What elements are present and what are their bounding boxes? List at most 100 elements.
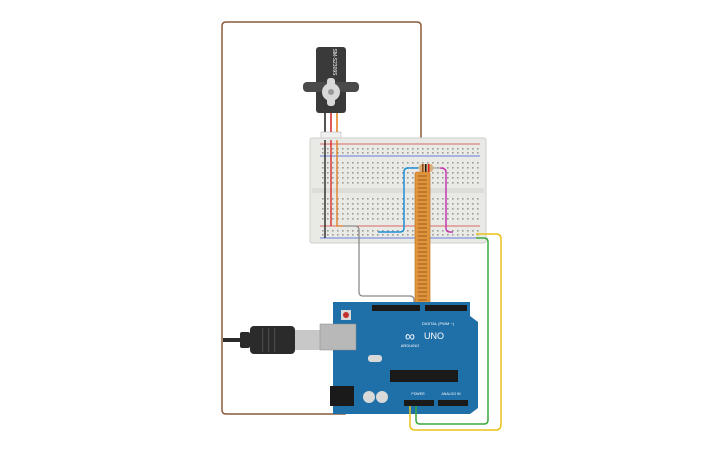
breadboard-hole xyxy=(342,234,344,236)
breadboard-hole xyxy=(342,148,344,150)
breadboard-hole xyxy=(377,162,379,164)
breadboard-hole xyxy=(402,208,404,210)
breadboard-hole xyxy=(397,208,399,210)
gray-signal-wire[interactable] xyxy=(343,225,415,320)
brown-loop-wire[interactable] xyxy=(221,21,422,415)
green-wire[interactable] xyxy=(415,237,489,425)
breadboard-hole xyxy=(437,198,439,200)
breadboard-hole xyxy=(387,213,389,215)
breadboard-hole xyxy=(477,203,479,205)
magenta-wire[interactable] xyxy=(439,167,453,233)
breadboard-hole xyxy=(322,213,324,215)
breadboard-hole xyxy=(372,230,374,232)
breadboard-hole xyxy=(407,203,409,205)
orange-wire[interactable] xyxy=(336,140,343,227)
breadboard-hole xyxy=(457,172,459,174)
breadboard-hole xyxy=(327,213,329,215)
breadboard-hole xyxy=(332,198,334,200)
reset-button[interactable] xyxy=(343,312,349,318)
digital-header-label: DIGITAL (PWM ~) xyxy=(422,321,455,326)
breadboard-hole xyxy=(362,208,364,210)
breadboard-hole xyxy=(382,218,384,220)
servo-motor[interactable]: SM-S2309S xyxy=(303,47,359,141)
breadboard-hole xyxy=(447,218,449,220)
breadboard-hole xyxy=(377,230,379,232)
breadboard-hole xyxy=(382,198,384,200)
breadboard-hole xyxy=(357,148,359,150)
arduino-uno[interactable]: DIGITAL (PWM ~) ∞ UNO ARDUINO POWER ANAL… xyxy=(319,302,478,414)
flex-sensor[interactable] xyxy=(414,171,431,323)
breadboard-hole xyxy=(412,182,414,184)
breadboard-hole xyxy=(442,218,444,220)
breadboard-hole xyxy=(407,234,409,236)
blue-wire[interactable] xyxy=(378,167,418,233)
breadboard-hole xyxy=(462,167,464,169)
breadboard[interactable] xyxy=(309,137,487,244)
yellow-wire[interactable] xyxy=(409,233,502,431)
breadboard-hole xyxy=(322,218,324,220)
breadboard-hole xyxy=(477,218,479,220)
breadboard-hole xyxy=(452,167,454,169)
breadboard-hole xyxy=(347,203,349,205)
breadboard-hole xyxy=(337,213,339,215)
usb-metal-shell xyxy=(295,330,325,350)
breadboard-hole xyxy=(462,198,464,200)
breadboard-hole xyxy=(402,172,404,174)
breadboard-hole xyxy=(472,213,474,215)
usb-cable[interactable] xyxy=(223,326,325,354)
breadboard-hole xyxy=(327,148,329,150)
breadboard-hole xyxy=(397,198,399,200)
breadboard-hole xyxy=(467,234,469,236)
breadboard-hole xyxy=(377,213,379,215)
breadboard-hole xyxy=(347,230,349,232)
breadboard-hole xyxy=(462,234,464,236)
breadboard-hole xyxy=(337,208,339,210)
breadboard-hole xyxy=(437,182,439,184)
flex-sensor-body xyxy=(414,171,431,323)
breadboard-hole xyxy=(402,234,404,236)
breadboard-hole xyxy=(392,177,394,179)
breadboard-hole xyxy=(397,167,399,169)
breadboard-hole xyxy=(397,162,399,164)
breadboard-hole xyxy=(457,162,459,164)
breadboard-hole xyxy=(427,152,429,154)
breadboard-hole xyxy=(432,148,434,150)
servo-label: SM-S2309S xyxy=(331,49,337,77)
breadboard-hole xyxy=(327,177,329,179)
breadboard-hole xyxy=(352,234,354,236)
breadboard-hole xyxy=(392,213,394,215)
breadboard-hole xyxy=(467,167,469,169)
breadboard-hole xyxy=(347,172,349,174)
breadboard-hole xyxy=(352,152,354,154)
breadboard-hole xyxy=(477,152,479,154)
breadboard-hole xyxy=(337,172,339,174)
breadboard-hole xyxy=(447,162,449,164)
breadboard-hole xyxy=(472,148,474,150)
breadboard-hole xyxy=(412,234,414,236)
breadboard-hole xyxy=(442,230,444,232)
breadboard-hole xyxy=(377,148,379,150)
breadboard-hole xyxy=(342,218,344,220)
breadboard-hole xyxy=(347,182,349,184)
breadboard-hole xyxy=(367,182,369,184)
breadboard-hole xyxy=(467,203,469,205)
breadboard-hole xyxy=(372,208,374,210)
breadboard-hole xyxy=(387,152,389,154)
breadboard-hole xyxy=(357,182,359,184)
breadboard-hole xyxy=(457,152,459,154)
breadboard-hole xyxy=(447,172,449,174)
breadboard-hole xyxy=(382,148,384,150)
capacitor-2 xyxy=(376,391,388,403)
breadboard-hole xyxy=(327,203,329,205)
breadboard-hole xyxy=(437,213,439,215)
breadboard-hole xyxy=(417,152,419,154)
breadboard-hole xyxy=(462,218,464,220)
breadboard-hole xyxy=(442,162,444,164)
breadboard-hole xyxy=(337,203,339,205)
digital-header xyxy=(425,305,467,311)
breadboard-hole xyxy=(337,167,339,169)
breadboard-hole xyxy=(432,198,434,200)
breadboard-hole xyxy=(452,177,454,179)
breadboard-hole xyxy=(352,162,354,164)
breadboard-hole xyxy=(452,203,454,205)
